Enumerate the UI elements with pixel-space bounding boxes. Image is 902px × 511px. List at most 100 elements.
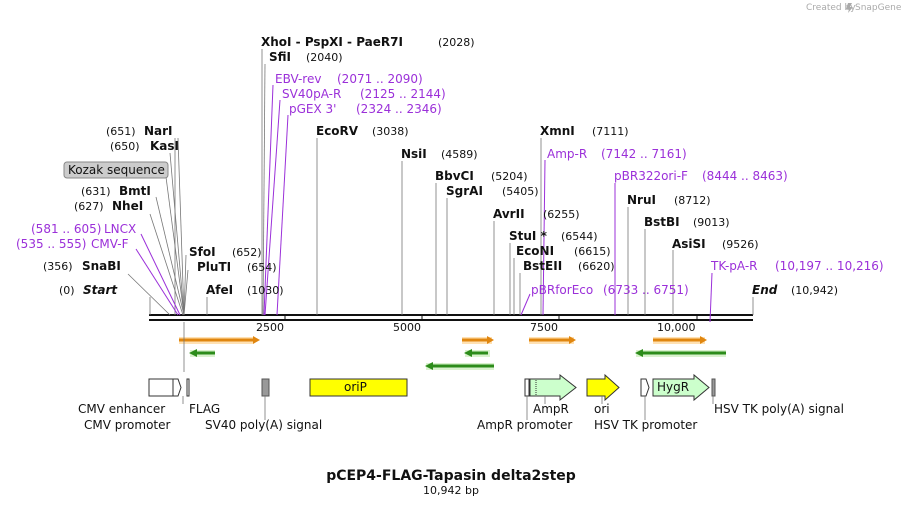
enzyme-sgrai-pos: (5405) xyxy=(502,185,539,198)
enzyme-xhoi-name[interactable]: XhoI - PspXI - PaeR7I xyxy=(261,35,403,49)
primer-tk-pa-r-name[interactable]: TK-pA-R xyxy=(710,259,758,273)
enzyme-nari-name[interactable]: NarI xyxy=(144,124,173,138)
site-leader-lines xyxy=(127,49,754,316)
primer-pgex3-name[interactable]: pGEX 3' xyxy=(289,102,336,116)
enzyme-nhei-name[interactable]: NheI xyxy=(112,199,143,213)
primer-sv40pa-r-range: (2125 .. 2144) xyxy=(360,87,446,101)
enzyme-bbvci-pos: (5204) xyxy=(491,170,528,183)
enzyme-sfii-pos: (2040) xyxy=(306,51,343,64)
enzyme-bsteii-name[interactable]: BstEII xyxy=(523,259,562,273)
enzyme-asisi-pos: (9526) xyxy=(722,238,759,251)
hsv-tk-promoter-feature[interactable] xyxy=(640,378,650,397)
enzyme-nrui-pos: (8712) xyxy=(674,194,711,207)
enzyme-snabi-name[interactable]: SnaBI xyxy=(82,259,121,273)
orip-label: oriP xyxy=(344,380,367,394)
orf-arrow[interactable] xyxy=(189,349,215,357)
primer-ebv-rev-range: (2071 .. 2090) xyxy=(337,72,423,86)
orf-arrow[interactable] xyxy=(425,362,494,370)
primer-leader-lines xyxy=(135,84,713,323)
primer-pbrforeco-name[interactable]: pBRforEco xyxy=(531,283,593,297)
start-label: Start xyxy=(83,283,118,297)
enzyme-sfii-name[interactable]: SfiI xyxy=(269,50,291,64)
enzyme-kasi-name[interactable]: KasI xyxy=(150,139,179,153)
primer-cmv-f-range: (535 .. 555) xyxy=(16,237,86,251)
kozak-sequence-badge[interactable] xyxy=(63,161,169,179)
enzyme-nari-pos: (651) xyxy=(106,125,136,138)
sv40-polya-signal-feature[interactable] xyxy=(261,378,270,397)
enzyme-avrii-name[interactable]: AvrII xyxy=(493,207,525,221)
hsv-tk-promoter-label: HSV TK promoter xyxy=(594,418,697,432)
primer-tk-pa-r-range: (10,197 .. 10,216) xyxy=(775,259,884,273)
enzyme-bstbi-pos: (9013) xyxy=(693,216,730,229)
enzyme-nhei-pos: (627) xyxy=(74,200,104,213)
primer-lncx-range: (581 .. 605) xyxy=(31,222,101,236)
ampr-feature[interactable] xyxy=(529,373,577,402)
cmv-promoter-feature[interactable] xyxy=(172,378,182,397)
enzyme-nrui-name[interactable]: NruI xyxy=(627,193,656,207)
primer-pgex3-range: (2324 .. 2346) xyxy=(356,102,442,116)
enzyme-bmti-name[interactable]: BmtI xyxy=(119,184,151,198)
enzyme-ecorv-pos: (3038) xyxy=(372,125,409,138)
primer-ebv-rev-name[interactable]: EBV-rev xyxy=(275,72,321,86)
cmv-enhancer-label: CMV enhancer xyxy=(78,402,165,416)
scale-label-10000: 10,000 xyxy=(657,321,696,334)
primer-pbr322ori-f-name[interactable]: pBR322ori-F xyxy=(614,169,688,183)
orf-arrow[interactable] xyxy=(462,336,494,344)
orf-arrow[interactable] xyxy=(464,349,490,357)
primer-pbr322ori-f-range: (8444 .. 8463) xyxy=(702,169,788,183)
enzyme-kasi-pos: (650) xyxy=(110,140,140,153)
cmv-promoter-label: CMV promoter xyxy=(84,418,171,432)
enzyme-bbvci-name[interactable]: BbvCI xyxy=(435,169,474,183)
end-pos: (10,942) xyxy=(791,284,838,297)
primer-cmv-f-name[interactable]: CMV-F xyxy=(91,237,129,251)
credit-prefix: Created by xyxy=(806,3,856,13)
primer-pbrforeco-range: (6733 .. 6751) xyxy=(603,283,689,297)
enzyme-avrii-pos: (6255) xyxy=(543,208,580,221)
end-label: End xyxy=(752,283,778,297)
enzyme-afei-name[interactable]: AfeI xyxy=(206,283,233,297)
enzyme-bmti-pos: (631) xyxy=(81,185,111,198)
scale-label-2500: 2500 xyxy=(256,321,284,334)
enzyme-econi-name[interactable]: EcoNI xyxy=(516,244,554,258)
primer-lncx-name[interactable]: LNCX xyxy=(104,222,136,236)
kozak-sequence-label: Kozak sequence xyxy=(68,163,165,177)
flag-feature[interactable] xyxy=(186,378,190,397)
enzyme-stui-name[interactable]: StuI * xyxy=(509,229,548,243)
ampr-promoter-feature[interactable] xyxy=(524,378,530,397)
hygr-label: HygR xyxy=(657,380,689,394)
enzyme-stui-pos: (6544) xyxy=(561,230,598,243)
enzyme-ecorv-name[interactable]: EcoRV xyxy=(316,124,359,138)
plasmid-length: 10,942 bp xyxy=(423,484,479,497)
hsv-tk-polya-signal-feature[interactable] xyxy=(711,378,716,397)
orf-arrow[interactable] xyxy=(653,336,707,344)
primer-amp-r-name[interactable]: Amp-R xyxy=(547,147,587,161)
cmv-enhancer-feature[interactable] xyxy=(148,378,174,397)
enzyme-afei-pos: (1030) xyxy=(247,284,284,297)
orf-arrow[interactable] xyxy=(635,349,726,357)
orip-feature[interactable]: oriP xyxy=(309,378,408,397)
enzyme-sgrai-name[interactable]: SgrAI xyxy=(446,184,483,198)
scale-label-7500: 7500 xyxy=(530,321,558,334)
enzyme-asisi-name[interactable]: AsiSI xyxy=(672,237,706,251)
enzyme-sfoi-pos: (652) xyxy=(232,246,262,259)
enzyme-nsii-name[interactable]: NsiI xyxy=(401,147,427,161)
hsv-tk-polya-signal-label: HSV TK poly(A) signal xyxy=(714,402,844,416)
enzyme-econi-pos: (6615) xyxy=(574,245,611,258)
enzyme-snabi-pos: (356) xyxy=(43,260,73,273)
sv40-polya-signal-label: SV40 poly(A) signal xyxy=(205,418,322,432)
orf-arrow[interactable] xyxy=(529,336,576,344)
enzyme-xhoi-pos: (2028) xyxy=(438,36,475,49)
scale-label-5000: 5000 xyxy=(393,321,421,334)
enzyme-pluti-name[interactable]: PluTI xyxy=(197,260,231,274)
enzyme-bstbi-name[interactable]: BstBI xyxy=(644,215,680,229)
hygr-feature[interactable]: HygR xyxy=(652,373,710,402)
enzyme-sfoi-name[interactable]: SfoI xyxy=(189,245,216,259)
ampr-label: AmpR xyxy=(533,402,569,416)
enzyme-xmni-name[interactable]: XmnI xyxy=(540,124,575,138)
orf-arrow[interactable] xyxy=(179,336,260,344)
primer-sv40pa-r-name[interactable]: SV40pA-R xyxy=(282,87,341,101)
credit-brand[interactable]: SnapGene xyxy=(855,3,902,13)
ori-feature[interactable] xyxy=(586,373,620,402)
